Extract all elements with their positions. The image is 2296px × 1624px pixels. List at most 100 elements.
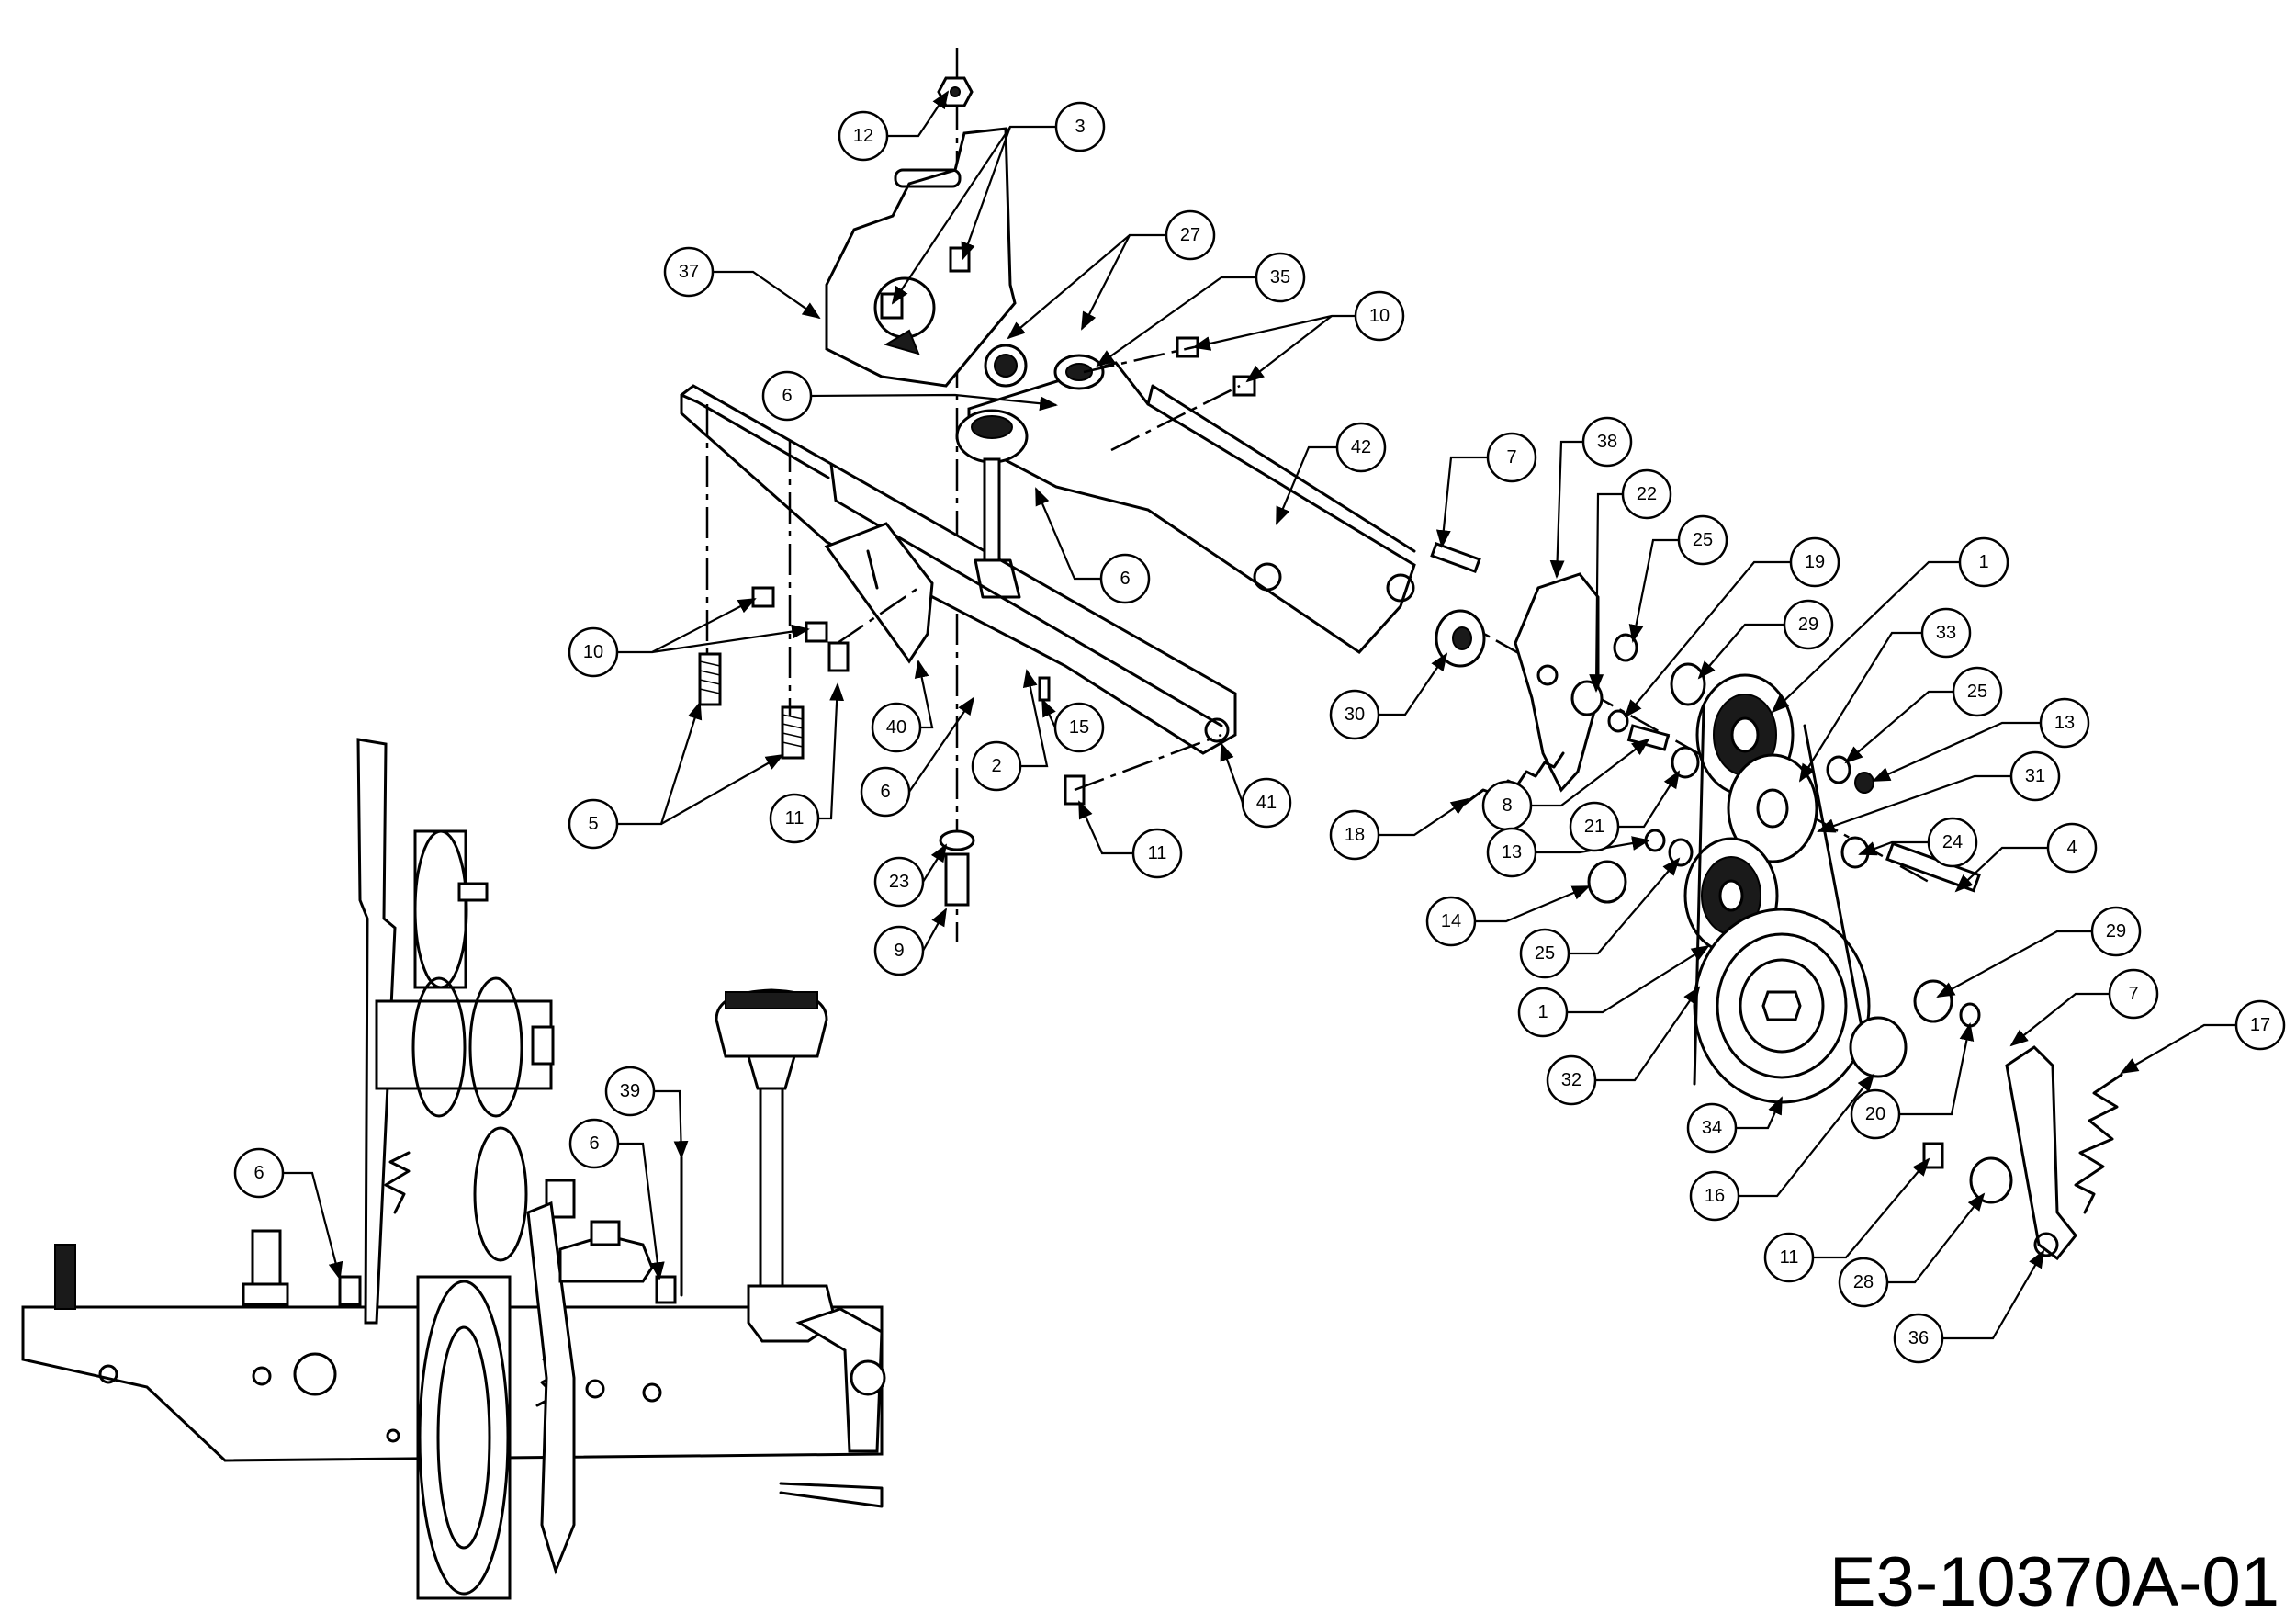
svg-text:14: 14 bbox=[1441, 911, 1461, 931]
callout-2: 2 bbox=[971, 740, 1022, 792]
svg-text:32: 32 bbox=[1561, 1070, 1581, 1090]
callout-1: 1 bbox=[1517, 987, 1569, 1038]
callout-4: 4 bbox=[2046, 822, 2098, 874]
svg-text:27: 27 bbox=[1180, 225, 1200, 245]
part-16-bushing bbox=[1849, 1016, 1908, 1078]
svg-text:29: 29 bbox=[2106, 921, 2126, 942]
callout-11: 11 bbox=[1131, 828, 1183, 879]
svg-text:6: 6 bbox=[880, 782, 890, 802]
part-13-nut bbox=[1854, 772, 1874, 794]
part-40-plate bbox=[824, 522, 934, 664]
svg-text:29: 29 bbox=[1798, 615, 1818, 635]
svg-text:25: 25 bbox=[1535, 943, 1555, 964]
callout-29: 29 bbox=[1783, 599, 1834, 650]
callout-15: 15 bbox=[1053, 702, 1105, 753]
callout-27: 27 bbox=[1165, 209, 1216, 261]
svg-text:4: 4 bbox=[2066, 838, 2077, 858]
callout-5: 5 bbox=[568, 798, 619, 850]
svg-text:41: 41 bbox=[1256, 793, 1277, 813]
svg-text:6: 6 bbox=[253, 1163, 264, 1183]
callout-32: 32 bbox=[1546, 1054, 1597, 1106]
svg-text:42: 42 bbox=[1351, 437, 1371, 457]
part-28-washer bbox=[1969, 1156, 2013, 1204]
callout-39: 39 bbox=[604, 1066, 656, 1117]
callout-8: 8 bbox=[1481, 780, 1533, 831]
svg-text:31: 31 bbox=[2025, 766, 2045, 786]
part-6-knob bbox=[955, 409, 1029, 599]
callout-13: 13 bbox=[2039, 697, 2090, 749]
callout-14: 14 bbox=[1425, 896, 1477, 947]
callout-40: 40 bbox=[871, 702, 922, 753]
part-42-frame-rail bbox=[967, 361, 1416, 654]
callout-6: 6 bbox=[1099, 553, 1151, 604]
callout-10: 10 bbox=[1354, 290, 1405, 342]
svg-text:8: 8 bbox=[1502, 795, 1512, 816]
svg-text:28: 28 bbox=[1853, 1272, 1874, 1292]
svg-text:33: 33 bbox=[1936, 623, 1956, 643]
callout-37: 37 bbox=[663, 246, 715, 298]
callout-11: 11 bbox=[1763, 1232, 1815, 1283]
callout-17: 17 bbox=[2234, 999, 2286, 1051]
part-34-large-pulley bbox=[1693, 908, 1871, 1104]
callout-10: 10 bbox=[568, 626, 619, 678]
lower-knob bbox=[715, 988, 828, 1292]
part-32-belt bbox=[1693, 705, 1871, 1086]
svg-text:6: 6 bbox=[782, 386, 792, 406]
callout-25: 25 bbox=[1952, 666, 2003, 717]
svg-text:11: 11 bbox=[785, 808, 805, 829]
callout-20: 20 bbox=[1850, 1088, 1901, 1140]
part-20-washer bbox=[1959, 1002, 1981, 1028]
callout-6: 6 bbox=[568, 1118, 620, 1169]
svg-text:30: 30 bbox=[1345, 705, 1365, 725]
svg-text:25: 25 bbox=[1693, 530, 1713, 550]
part-17-spring bbox=[2074, 1073, 2123, 1214]
callout-23: 23 bbox=[873, 856, 925, 908]
callout-1: 1 bbox=[1958, 536, 2009, 588]
svg-text:18: 18 bbox=[1345, 825, 1365, 845]
svg-text:21: 21 bbox=[1584, 817, 1604, 837]
part-8-bolt bbox=[1626, 724, 1671, 751]
callout-leaders bbox=[283, 90, 2236, 1340]
part-9-pin bbox=[944, 852, 970, 907]
svg-text:34: 34 bbox=[1702, 1118, 1722, 1138]
part-15-spring-pin bbox=[1038, 676, 1051, 702]
part-33-pulley-middle bbox=[1727, 753, 1818, 863]
svg-text:11: 11 bbox=[1148, 843, 1167, 863]
svg-text:10: 10 bbox=[583, 642, 603, 662]
callout-11: 11 bbox=[769, 793, 820, 844]
svg-text:40: 40 bbox=[886, 717, 906, 738]
svg-text:1: 1 bbox=[1978, 552, 1988, 572]
part-37-mounting-plate bbox=[825, 127, 1017, 388]
callout-38: 38 bbox=[1581, 416, 1633, 468]
lower-pulley-double bbox=[375, 976, 555, 1118]
svg-text:15: 15 bbox=[1069, 717, 1089, 738]
svg-text:13: 13 bbox=[1502, 842, 1522, 863]
part-36-idler-arm bbox=[2005, 1045, 2077, 1261]
part-29-spacer bbox=[1670, 662, 1706, 706]
part-22-washer bbox=[1570, 680, 1604, 716]
callout-12: 12 bbox=[838, 110, 889, 162]
svg-text:22: 22 bbox=[1637, 484, 1657, 504]
svg-text:20: 20 bbox=[1865, 1104, 1885, 1124]
svg-text:11: 11 bbox=[1780, 1247, 1799, 1268]
svg-text:16: 16 bbox=[1705, 1186, 1725, 1206]
svg-text:17: 17 bbox=[2250, 1015, 2270, 1035]
lower-pulley-large bbox=[416, 1275, 512, 1600]
svg-text:24: 24 bbox=[1942, 832, 1963, 852]
callout-30: 30 bbox=[1329, 689, 1380, 740]
svg-text:9: 9 bbox=[894, 941, 904, 961]
upper-frame-assembly bbox=[680, 48, 1416, 942]
callout-18: 18 bbox=[1329, 809, 1380, 861]
svg-text:1: 1 bbox=[1537, 1002, 1548, 1022]
lower-pulley-upper bbox=[413, 829, 489, 989]
callout-6: 6 bbox=[761, 370, 813, 422]
part-5-studs bbox=[698, 652, 805, 760]
svg-text:7: 7 bbox=[1506, 447, 1516, 468]
svg-text:25: 25 bbox=[1967, 682, 1987, 702]
svg-text:23: 23 bbox=[889, 872, 909, 892]
callout-6: 6 bbox=[860, 766, 911, 818]
callout-31: 31 bbox=[2009, 750, 2061, 802]
callout-25: 25 bbox=[1677, 514, 1728, 566]
callout-33: 33 bbox=[1920, 607, 1972, 659]
